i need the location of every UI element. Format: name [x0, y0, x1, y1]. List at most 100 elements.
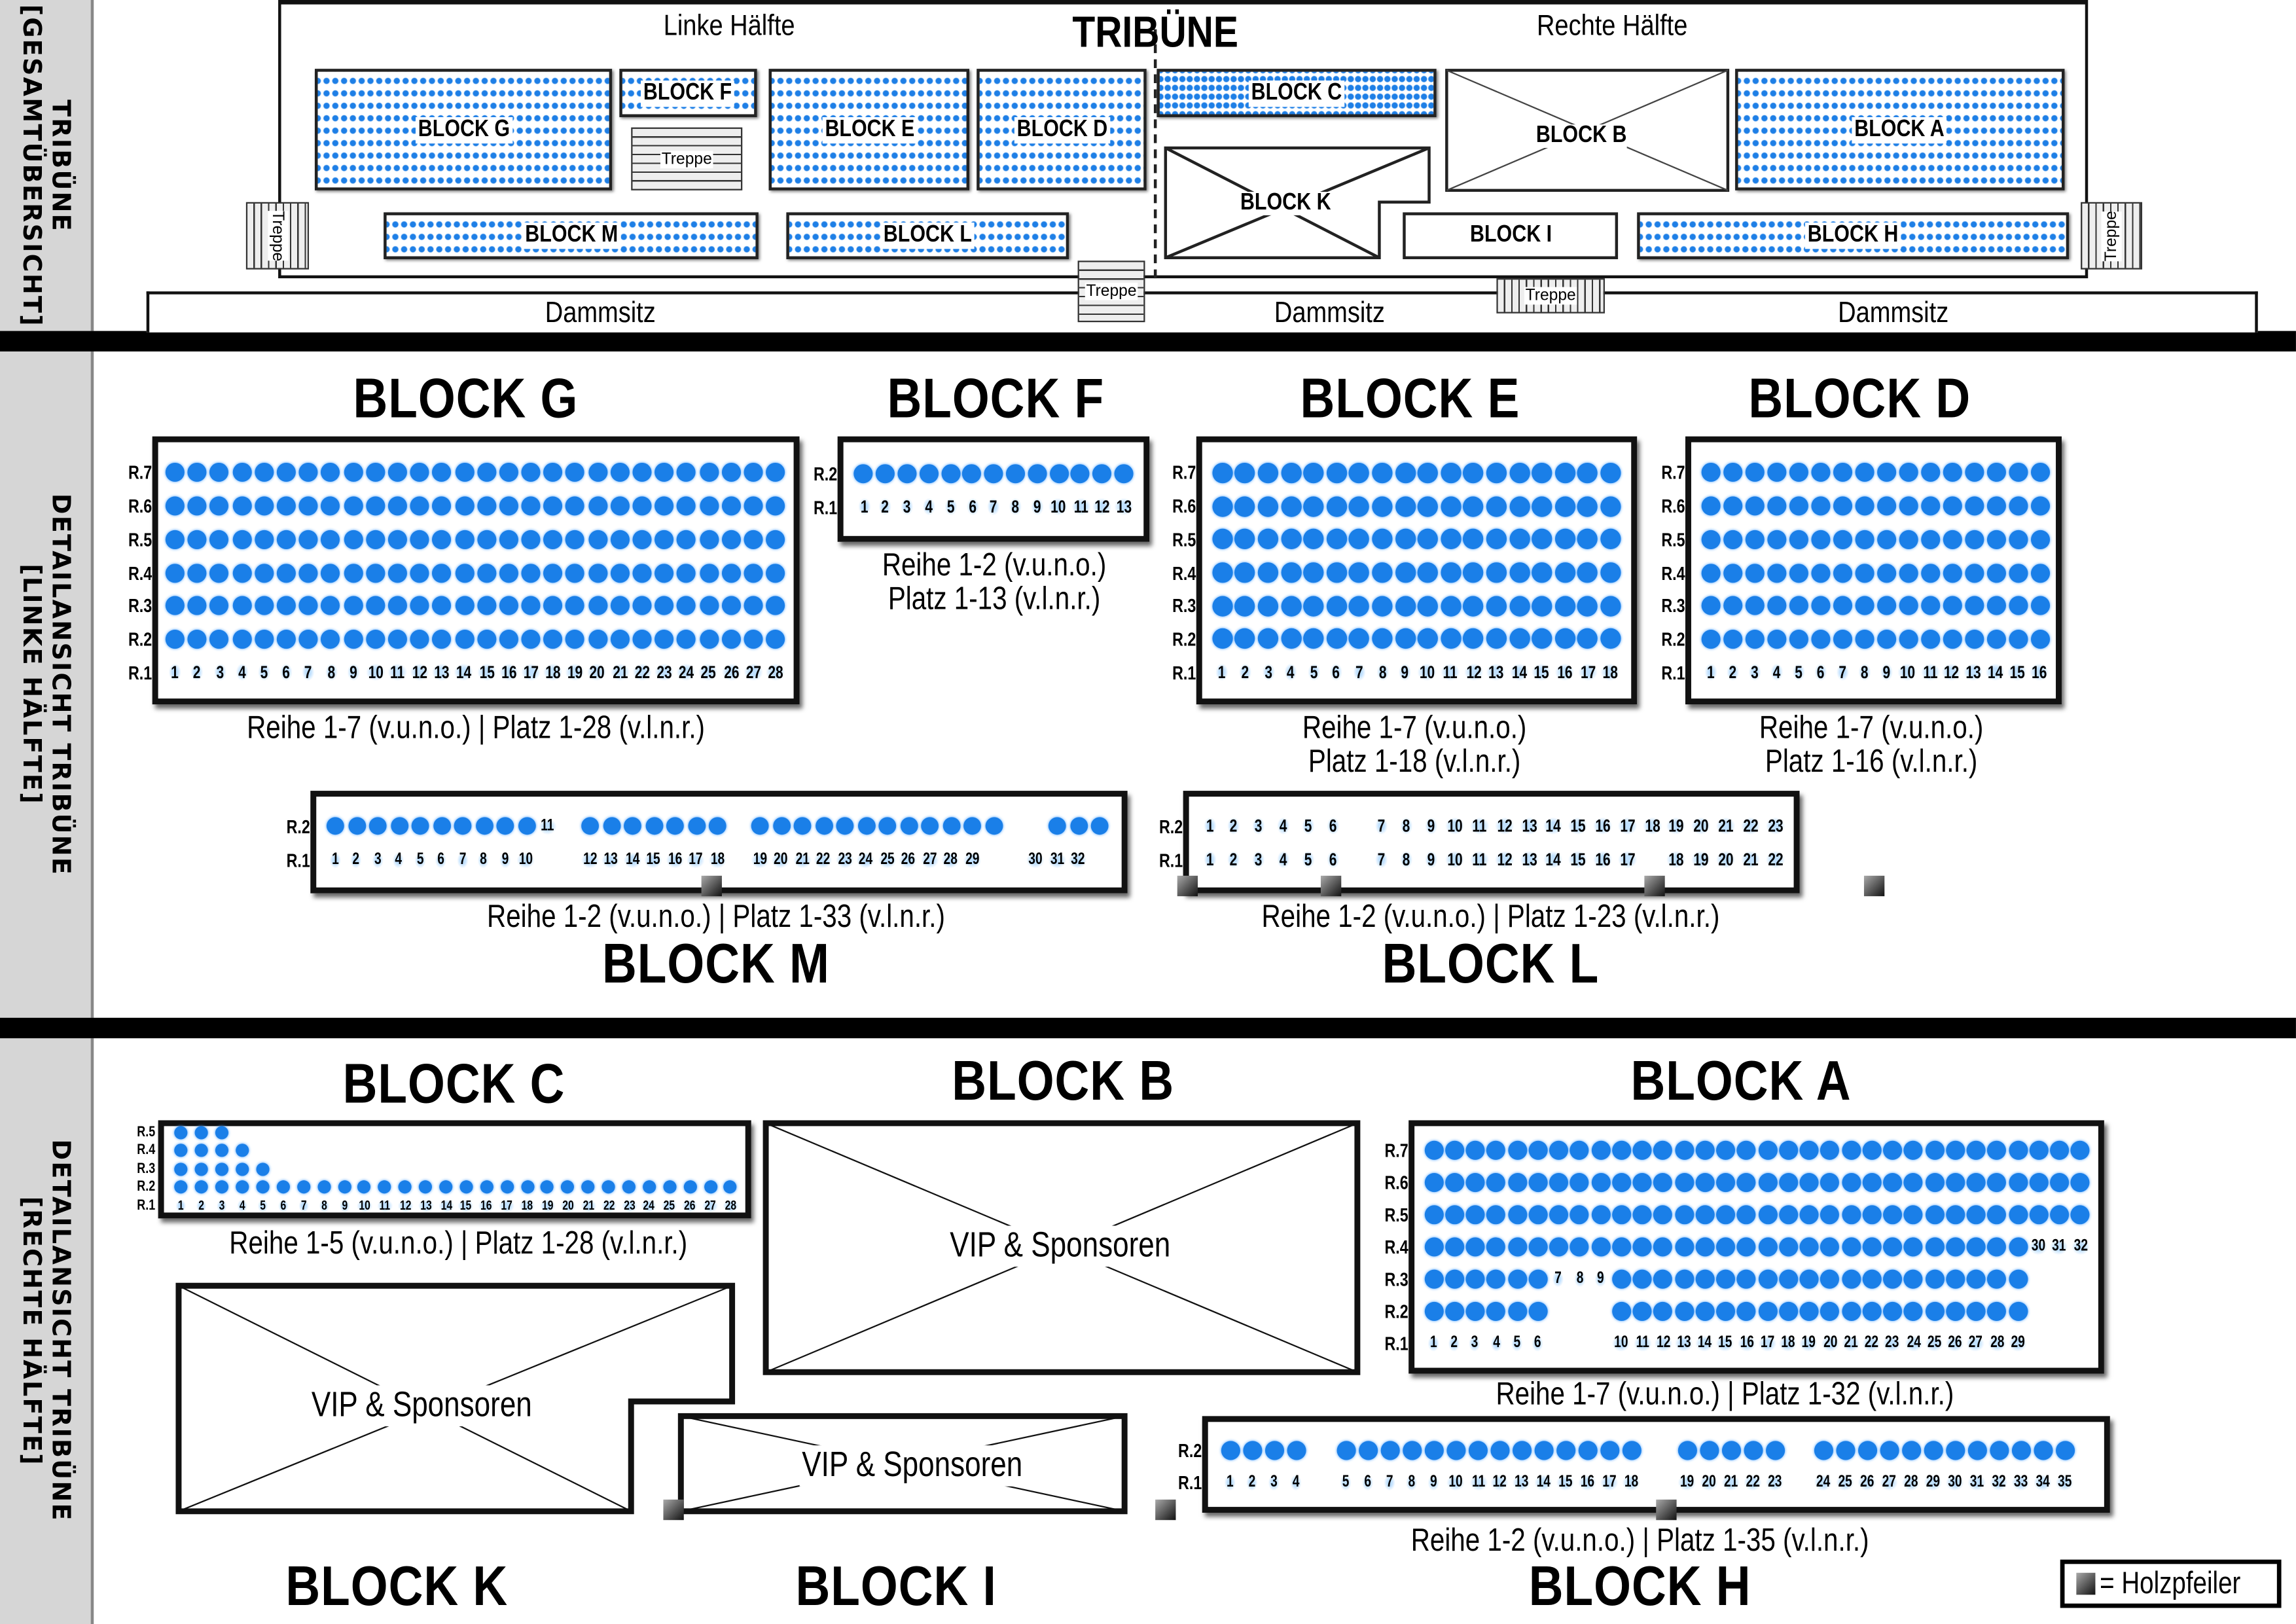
wooden-pillar-icon	[1863, 875, 1885, 897]
seat	[1576, 589, 1599, 623]
seat-dot-icon	[1440, 496, 1462, 516]
seat-number: 17	[687, 851, 706, 868]
seat	[639, 1178, 660, 1197]
overview-block-m[interactable]: BLOCK M	[384, 212, 759, 259]
overview-block-g[interactable]: BLOCK G	[314, 69, 613, 190]
seat	[1695, 1295, 1715, 1327]
seat-dot-icon	[1600, 529, 1621, 550]
row-label: R.3	[137, 1161, 156, 1178]
seat-dot-icon	[1810, 496, 1830, 516]
seat	[1924, 1166, 1945, 1198]
seat-number: 31	[2050, 1237, 2069, 1255]
seat	[297, 556, 319, 589]
overview-block-a[interactable]: BLOCK A	[1735, 69, 2065, 190]
seat-dot-icon	[1600, 462, 1621, 484]
overview-block-d[interactable]: BLOCK D	[977, 69, 1147, 190]
seat	[1507, 1134, 1528, 1166]
overview-block-e[interactable]: BLOCK E	[768, 69, 970, 190]
seat-dot-icon	[454, 596, 474, 616]
seat	[853, 456, 874, 490]
seat-number: 11	[539, 817, 557, 835]
seat-dot-icon	[1674, 1204, 1694, 1224]
overview-block-l[interactable]: BLOCK L	[786, 212, 1069, 259]
seat-dot-icon	[699, 463, 719, 483]
seat-number: 13	[417, 1199, 434, 1212]
seat-dot-icon	[1924, 1301, 1944, 1320]
seat-dot-icon	[1898, 496, 1918, 516]
seat-dot-icon	[1736, 1140, 1756, 1159]
seat	[542, 523, 564, 556]
block-label: BLOCK K	[1240, 190, 1331, 215]
seat	[653, 623, 675, 656]
overview-block-c[interactable]: BLOCK C	[1157, 69, 1437, 117]
seat	[1721, 490, 1744, 523]
seat-number: 9	[1424, 850, 1437, 869]
seat-dot-icon	[1903, 1172, 1924, 1191]
overview-block-f[interactable]: BLOCK F	[619, 69, 757, 117]
seat: 19	[1799, 1327, 1820, 1359]
row-label: R.2	[137, 1179, 156, 1196]
seat-dot-icon	[1699, 1440, 1719, 1460]
seat-dot-icon	[276, 530, 296, 549]
seat: 23	[1763, 809, 1787, 842]
seat	[1963, 556, 1985, 589]
seat	[1840, 1198, 1861, 1230]
seat-dot-icon	[1832, 596, 1852, 616]
seat-dot-icon	[1326, 496, 1347, 516]
seat-dot-icon	[1788, 530, 1808, 549]
seat: 15	[1566, 809, 1591, 842]
seat	[720, 623, 742, 656]
seat-dot-icon	[2008, 1301, 2028, 1320]
seat: 15	[1531, 656, 1554, 689]
seat: 3	[1743, 656, 1765, 689]
seat	[1371, 490, 1393, 523]
seat	[1736, 1134, 1757, 1166]
seat	[364, 523, 386, 556]
seat-dot-icon	[378, 1180, 392, 1194]
seat	[1799, 1230, 1820, 1262]
seat-dot-icon	[1486, 462, 1507, 484]
seat	[253, 556, 275, 589]
seat-dot-icon	[195, 1125, 209, 1139]
overview-block-i[interactable]: BLOCK I	[1403, 212, 1619, 259]
seat	[232, 1178, 253, 1197]
block-label: BLOCK L	[880, 223, 975, 249]
seat-dot-icon	[1987, 1301, 2007, 1320]
seat-dot-icon	[232, 496, 252, 516]
seat	[537, 1178, 558, 1197]
seat	[1280, 556, 1302, 589]
seat	[171, 1123, 192, 1142]
seat	[542, 490, 564, 523]
seat-dot-icon	[1424, 1204, 1443, 1224]
seat-dot-icon	[1832, 496, 1852, 516]
seat	[1674, 1262, 1695, 1294]
seat	[1764, 1434, 1786, 1466]
seat: 6	[431, 843, 452, 876]
seat-dot-icon	[581, 817, 600, 835]
seat	[1799, 1166, 1820, 1198]
seat	[319, 523, 342, 556]
seat	[1695, 1134, 1715, 1166]
seat-dot-icon	[1832, 629, 1852, 649]
seat-number: 19	[565, 663, 586, 681]
seat-number: 11	[1469, 1473, 1488, 1490]
seat	[1963, 490, 1985, 523]
seat-dot-icon	[1372, 628, 1393, 649]
seat	[1577, 1434, 1599, 1466]
seat-dot-icon	[1920, 629, 1940, 649]
seat-dot-icon	[187, 530, 207, 549]
seat-dot-icon	[2033, 1440, 2053, 1460]
seat-dot-icon	[521, 530, 541, 549]
seat	[1831, 623, 1854, 656]
seat	[1757, 1295, 1778, 1327]
seat	[192, 1160, 212, 1178]
seat-dot-icon	[298, 563, 318, 583]
seat: 32	[1067, 843, 1088, 876]
seat	[1528, 1295, 1549, 1327]
seat-dot-icon	[1966, 1301, 1986, 1320]
seat	[1234, 556, 1257, 589]
seat-dot-icon	[1211, 462, 1233, 484]
seat-number: 3	[1252, 850, 1265, 869]
overview-block-h[interactable]: BLOCK H	[1637, 212, 2070, 259]
seat	[542, 556, 564, 589]
